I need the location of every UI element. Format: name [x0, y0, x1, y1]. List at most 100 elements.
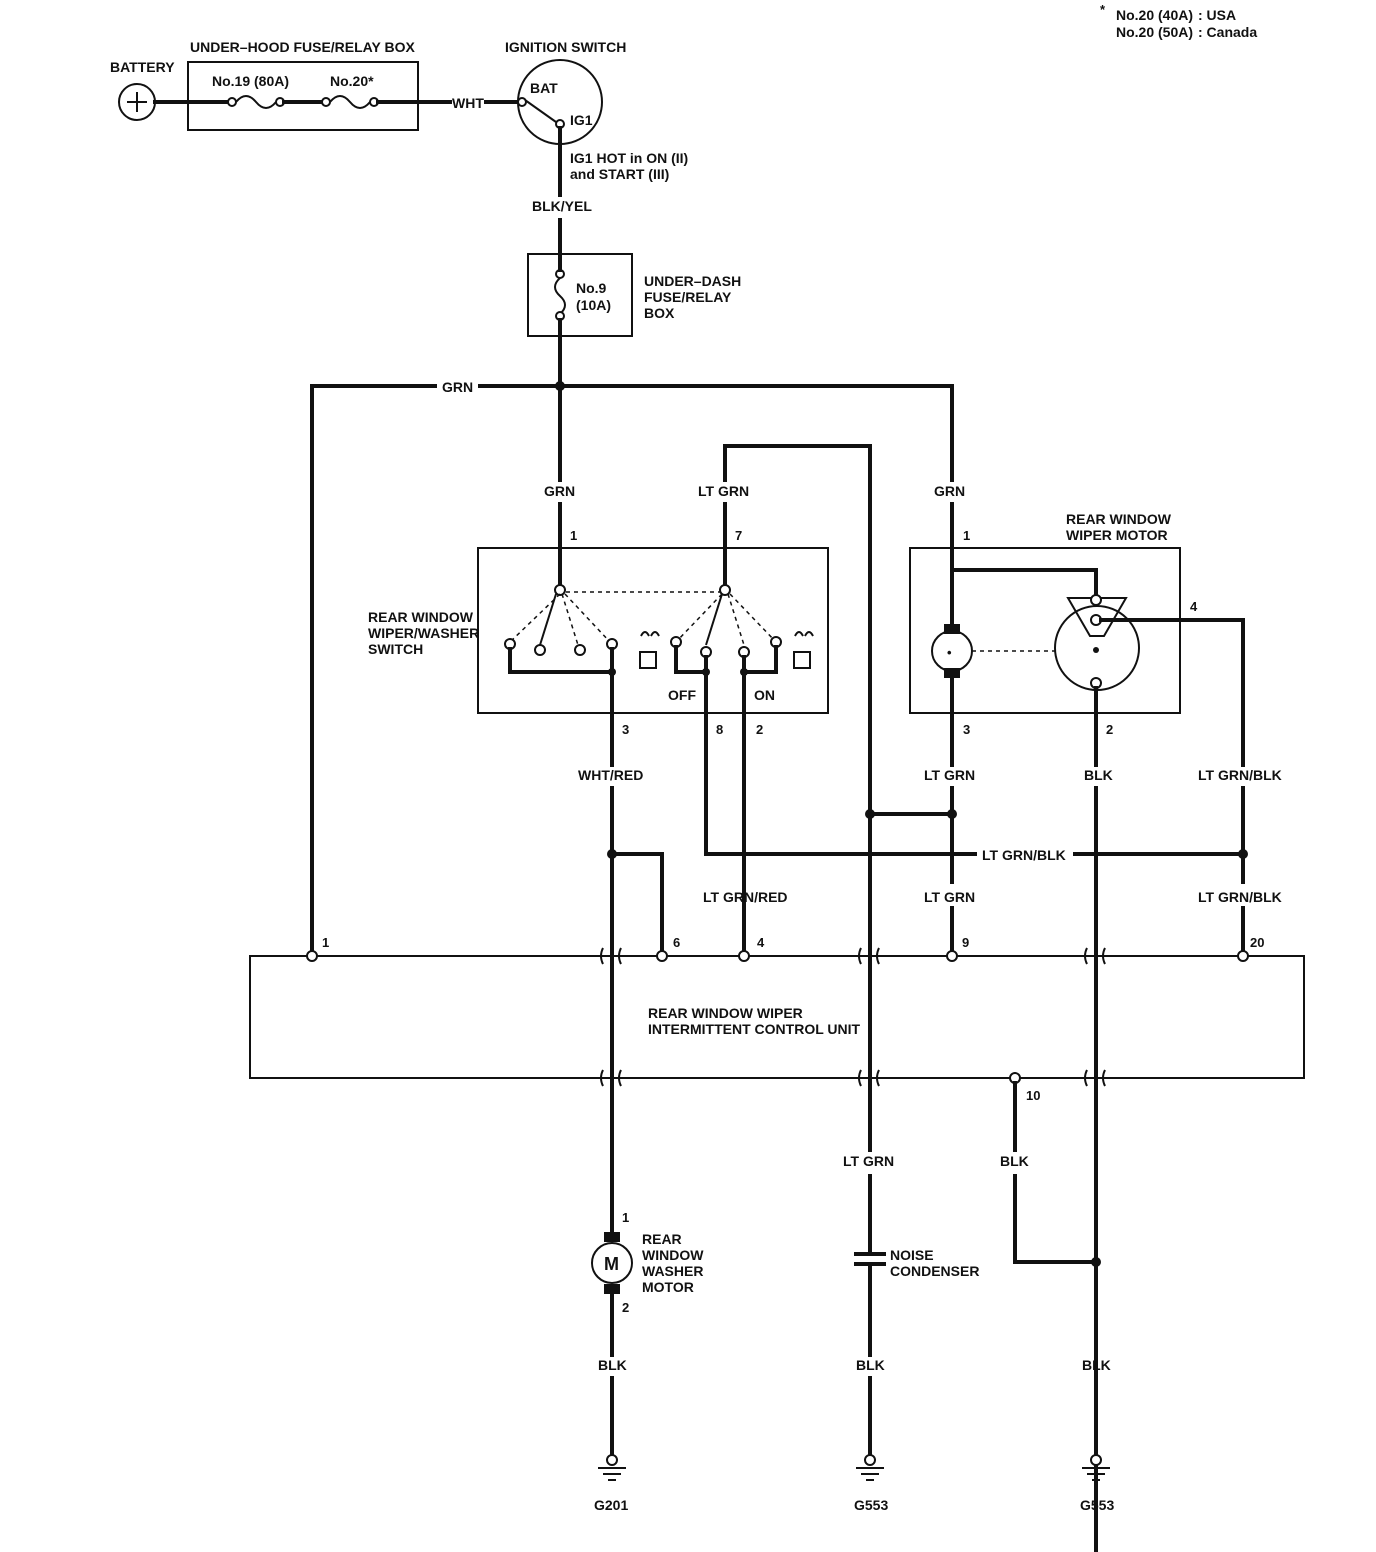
svg-text:•: •	[947, 645, 952, 660]
svg-text:CONDENSER: CONDENSER	[890, 1263, 979, 1279]
svg-text:1: 1	[322, 935, 329, 950]
svg-text:1: 1	[622, 1210, 629, 1225]
svg-text:2: 2	[622, 1300, 629, 1315]
underhood-fuse-relay-box: UNDER–HOOD FUSE/RELAY BOX No.19 (80A) No…	[187, 39, 419, 131]
svg-text:BLK: BLK	[1082, 1357, 1111, 1373]
svg-text:LT GRN: LT GRN	[843, 1153, 894, 1169]
svg-text:FUSE/RELAY: FUSE/RELAY	[644, 289, 732, 305]
svg-text:ON: ON	[754, 687, 775, 703]
svg-text:WIPER/WASHER: WIPER/WASHER	[368, 625, 479, 641]
svg-text:G201: G201	[594, 1497, 628, 1513]
ignition-switch: IGNITION SWITCH BAT IG1 IG1 HOT in ON (I…	[505, 39, 688, 182]
brush-icon	[944, 668, 960, 678]
svg-text:1: 1	[570, 528, 577, 543]
brush-icon	[944, 624, 960, 634]
detent-icon	[793, 651, 811, 669]
battery: BATTERY	[110, 59, 175, 121]
rear-window-wiper-intermittent-control-unit: REAR WINDOW WIPER INTERMITTENT CONTROL U…	[249, 935, 1305, 1103]
svg-text:NOISE: NOISE	[890, 1247, 934, 1263]
svg-text:BLK: BLK	[1084, 767, 1113, 783]
svg-text:WINDOW: WINDOW	[642, 1247, 704, 1263]
svg-text:BOX: BOX	[644, 305, 675, 321]
svg-text:G553: G553	[1080, 1497, 1114, 1513]
svg-text:and START (III): and START (III)	[570, 166, 669, 182]
svg-text:10: 10	[1026, 1088, 1040, 1103]
noise-condenser: NOISE CONDENSER	[854, 1247, 979, 1279]
svg-text:REAR: REAR	[642, 1231, 682, 1247]
svg-text:20: 20	[1250, 935, 1264, 950]
svg-text:No.20 (40A): No.20 (40A)	[1116, 7, 1193, 23]
svg-text:6: 6	[673, 935, 680, 950]
svg-text:GRN: GRN	[934, 483, 965, 499]
svg-text:(10A): (10A)	[576, 297, 611, 313]
rear-window-wiper-washer-switch: REAR WINDOW WIPER/WASHER SWITCH 1 7	[368, 528, 829, 737]
svg-text:GRN: GRN	[442, 379, 473, 395]
fuse-9-icon	[554, 277, 566, 315]
svg-text:REAR WINDOW WIPER: REAR WINDOW WIPER	[648, 1005, 803, 1021]
brush-icon	[604, 1232, 620, 1242]
brush-icon	[604, 1284, 620, 1294]
svg-text:4: 4	[1190, 599, 1198, 614]
motor-icon	[931, 630, 973, 672]
svg-text:OFF: OFF	[668, 687, 696, 703]
svg-text:REAR WINDOW: REAR WINDOW	[1066, 511, 1172, 527]
ground-g553-motor: G553	[1080, 1454, 1114, 1513]
svg-text:1: 1	[963, 528, 970, 543]
svg-text:UNDER–HOOD FUSE/RELAY BOX: UNDER–HOOD FUSE/RELAY BOX	[190, 39, 415, 55]
svg-text:BLK: BLK	[1000, 1153, 1029, 1169]
svg-text:No.20 (50A): No.20 (50A)	[1116, 24, 1193, 40]
ground-g201: G201	[594, 1454, 628, 1513]
svg-text:IG1: IG1	[570, 112, 593, 128]
svg-text:No.9: No.9	[576, 280, 607, 296]
svg-text:BLK: BLK	[598, 1357, 627, 1373]
svg-text:INTERMITTENT CONTROL UNIT: INTERMITTENT CONTROL UNIT	[648, 1021, 861, 1037]
svg-text:BLK: BLK	[856, 1357, 885, 1373]
svg-text:LT GRN/BLK: LT GRN/BLK	[982, 847, 1066, 863]
svg-text:IGNITION SWITCH: IGNITION SWITCH	[505, 39, 626, 55]
underdash-fuse-relay-box: No.9 (10A) UNDER–DASH FUSE/RELAY BOX	[527, 253, 741, 337]
rear-window-washer-motor: 1 M 2 REAR WINDOW WASHER MOTOR	[591, 1210, 704, 1315]
svg-text:LT GRN: LT GRN	[924, 767, 975, 783]
svg-text:3: 3	[963, 722, 970, 737]
svg-text:G553: G553	[854, 1497, 888, 1513]
svg-text:2: 2	[756, 722, 763, 737]
fuse-rating-note: * No.20 (40A) : USA No.20 (50A) : Canada	[1100, 2, 1257, 40]
svg-text:GRN: GRN	[544, 483, 575, 499]
svg-text:No.19 (80A): No.19 (80A)	[212, 73, 289, 89]
svg-text:WASHER: WASHER	[642, 1263, 703, 1279]
svg-text:: Canada: : Canada	[1198, 24, 1257, 40]
svg-text:No.20*: No.20*	[330, 73, 374, 89]
svg-text:IG1 HOT in ON (II): IG1 HOT in ON (II)	[570, 150, 688, 166]
svg-text:M: M	[604, 1254, 619, 1274]
svg-text:LT GRN/BLK: LT GRN/BLK	[1198, 889, 1282, 905]
svg-text:BAT: BAT	[530, 80, 558, 96]
motor-icon	[591, 1242, 633, 1284]
svg-text:LT GRN: LT GRN	[698, 483, 749, 499]
svg-text:9: 9	[962, 935, 969, 950]
svg-text:: USA: : USA	[1198, 7, 1236, 23]
svg-text:LT GRN/BLK: LT GRN/BLK	[1198, 767, 1282, 783]
svg-text:MOTOR: MOTOR	[642, 1279, 694, 1295]
fuse-20-icon	[321, 95, 420, 109]
ground-g553-condenser: G553	[854, 1454, 888, 1513]
svg-text:WIPER MOTOR: WIPER MOTOR	[1066, 527, 1168, 543]
svg-text:8: 8	[716, 722, 723, 737]
svg-text:REAR WINDOW: REAR WINDOW	[368, 609, 474, 625]
svg-text:UNDER–DASH: UNDER–DASH	[644, 273, 741, 289]
svg-text:*: *	[1100, 2, 1106, 17]
rear-window-wiper-motor: REAR WINDOW WIPER MOTOR 1 4 • 3 2	[909, 511, 1245, 737]
svg-text:LT GRN: LT GRN	[924, 889, 975, 905]
detent-icon	[639, 651, 657, 669]
fuse-19-icon	[188, 95, 324, 109]
svg-text:WHT: WHT	[452, 95, 484, 111]
svg-text:7: 7	[735, 528, 742, 543]
svg-text:LT GRN/RED: LT GRN/RED	[703, 889, 788, 905]
svg-text:SWITCH: SWITCH	[368, 641, 423, 657]
svg-text:3: 3	[622, 722, 629, 737]
svg-text:4: 4	[757, 935, 765, 950]
svg-text:WHT/RED: WHT/RED	[578, 767, 643, 783]
svg-text:BLK/YEL: BLK/YEL	[532, 198, 592, 214]
svg-text:2: 2	[1106, 722, 1113, 737]
